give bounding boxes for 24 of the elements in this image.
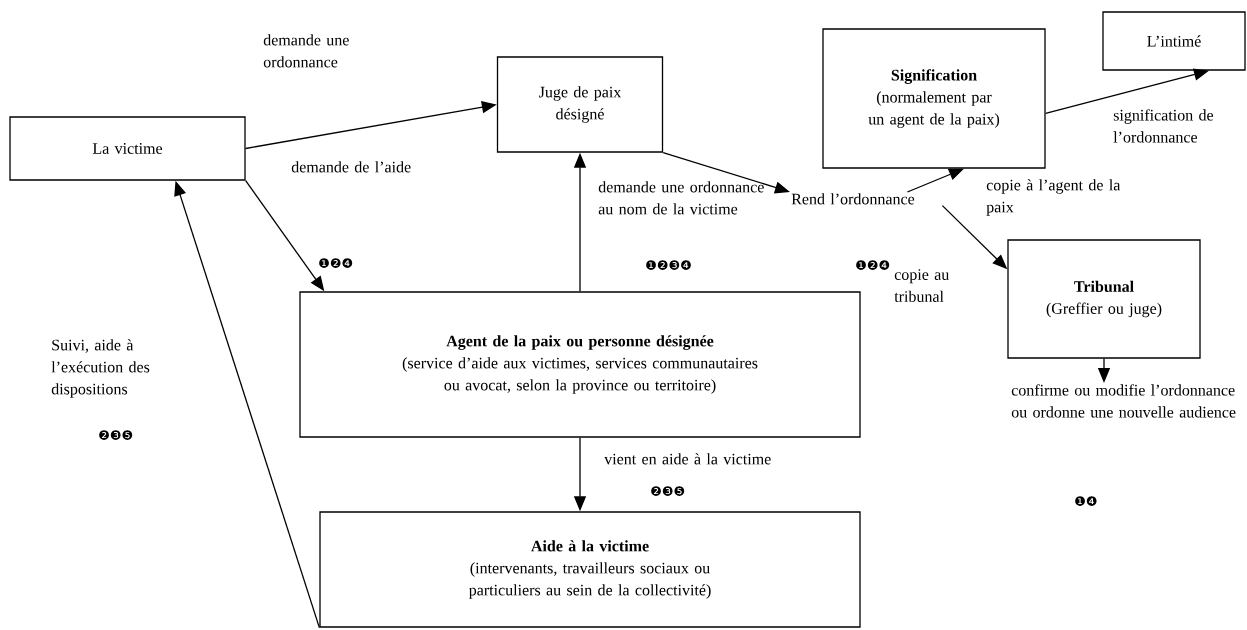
edge-label: Suivi, aide à l’exécution des dispositions xyxy=(51,339,150,398)
process-box: Aide à la victime (intervenants, travailleurs sociaux ou particuliers au sein de la collectivité) xyxy=(319,511,861,628)
numbered-markers: ❶❷❹ xyxy=(319,258,353,268)
edge-label: demande une ordonnance xyxy=(263,34,349,68)
edge-label: demande une ordonnance au nom de la victime xyxy=(598,181,764,215)
numbered-markers: ❶❷❹ xyxy=(856,260,890,270)
process-box: Tribunal (Greffier ou juge) xyxy=(1007,239,1201,359)
arrow xyxy=(906,168,964,193)
step-text: Rend l’ordonnance xyxy=(791,193,915,205)
process-box: La victime xyxy=(9,116,246,181)
process-box: Agent de la paix ou personne désignée (service d’aide aux victimes, services communautaires ou avocat, selon la province ou territoire) xyxy=(299,291,861,438)
process-box: Signification (normalement par un agent de la paix) xyxy=(822,28,1046,169)
edge-label: vient en aide à la victime xyxy=(604,453,771,465)
process-box: Juge de paix désigné xyxy=(496,56,664,153)
numbered-markers: ❷❸❺ xyxy=(651,486,685,496)
edge-label: signification de l’ordonnance xyxy=(1113,109,1214,143)
step-text: confirme ou modifie l’ordonnance ou ordonne une nouvelle audience xyxy=(1011,384,1236,418)
numbered-markers: ❷❸❺ xyxy=(99,430,133,440)
edge-label: copie à l’agent de la paix xyxy=(986,179,1121,216)
edge-label: copie au tribunal xyxy=(894,269,949,302)
edge-label: demande de l’aide xyxy=(291,161,411,173)
numbered-markers: ❶❷❸❹ xyxy=(646,260,691,270)
process-box: L’intimé xyxy=(1102,11,1246,71)
numbered-markers: ❶❹ xyxy=(1075,496,1097,506)
